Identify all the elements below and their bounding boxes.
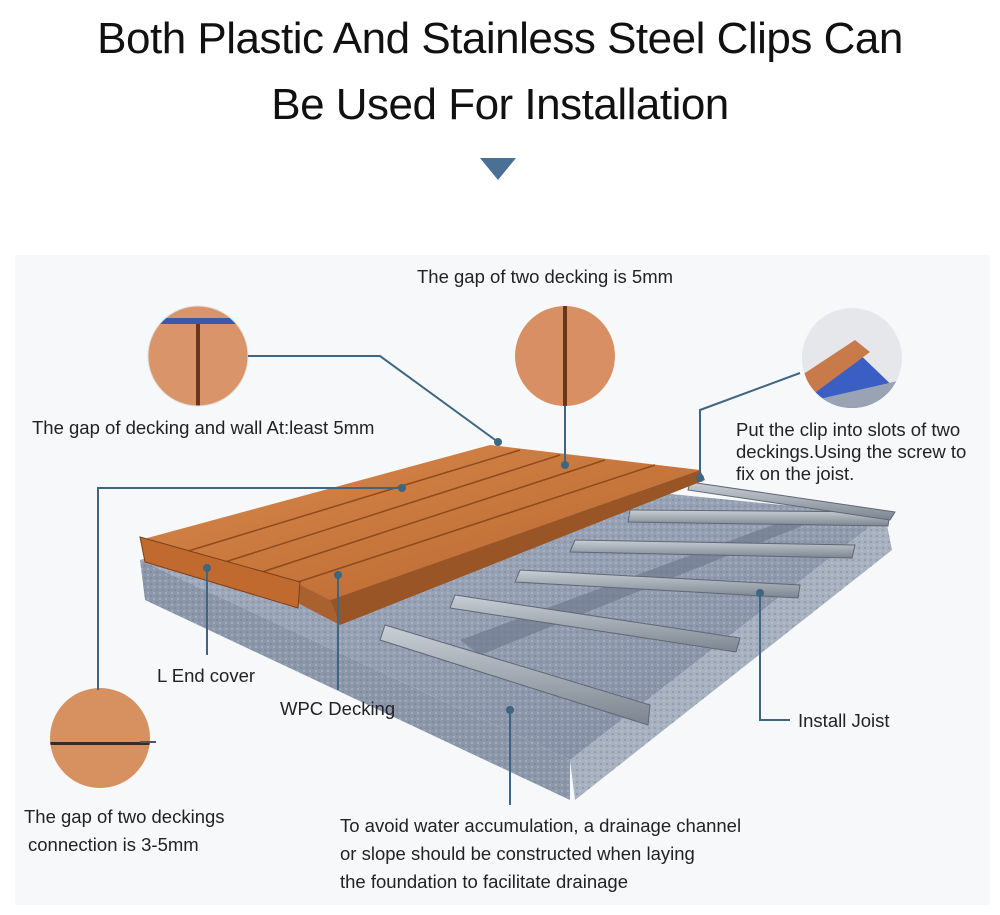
label-clip-3: fix on the joist. <box>736 463 855 484</box>
label-l-end-cover: L End cover <box>157 665 256 686</box>
l-end-cover <box>139 536 301 609</box>
leader-dots <box>203 438 764 714</box>
inset-connection-gap <box>50 688 156 788</box>
wpc-decking <box>140 445 705 625</box>
label-clip-2: deckings.Using the screw to <box>736 441 967 462</box>
label-drainage-3: the foundation to facilitate drainage <box>340 871 628 892</box>
label-drainage-2: or slope should be constructed when layi… <box>340 843 695 864</box>
label-connection-1: The gap of two deckings <box>24 806 225 827</box>
label-install-joist: Install Joist <box>798 710 890 731</box>
label-gap-two-decking: The gap of two decking is 5mm <box>417 266 674 287</box>
leader-lines <box>97 355 801 805</box>
label-connection-2: connection is 3-5mm <box>28 834 199 855</box>
label-clip-1: Put the clip into slots of two <box>736 419 961 440</box>
inset-decking-gap <box>515 306 615 406</box>
title-line-2: Be Used For Installation <box>271 80 729 129</box>
joists <box>379 481 896 726</box>
down-arrow-icon <box>480 158 516 180</box>
label-wpc-decking: WPC Decking <box>280 698 396 719</box>
label-drainage-1: To avoid water accumulation, a drainage … <box>340 815 742 836</box>
inset-wall-gap <box>147 305 249 407</box>
title-line-1: Both Plastic And Stainless Steel Clips C… <box>97 14 903 63</box>
label-gap-wall: The gap of decking and wall At:least 5mm <box>32 417 375 438</box>
inset-clip <box>802 308 902 408</box>
